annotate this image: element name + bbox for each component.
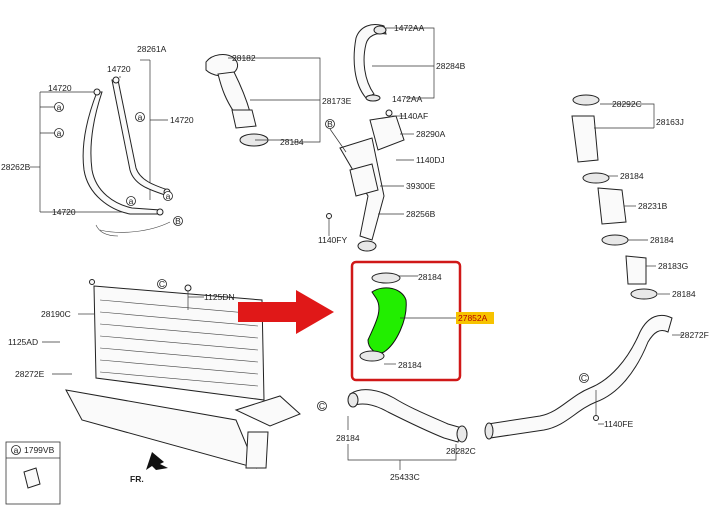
label-FR: FR.: [130, 474, 144, 484]
label-28184-hl-bot: 28184: [398, 360, 422, 370]
callout-a-1: a: [57, 102, 62, 112]
label-27852A-highlight: [456, 312, 494, 324]
label-1140FY: 1140FY: [318, 235, 347, 245]
label-28290A: 28290A: [416, 129, 446, 139]
label-39300E: 39300E: [406, 181, 436, 191]
callout-a-2: a: [57, 128, 62, 138]
label-28272F: 28272F: [680, 330, 709, 340]
callout-a-5: a: [129, 196, 134, 206]
label-28184-r3: 28184: [672, 289, 696, 299]
label-28262B: 28262B: [1, 162, 31, 172]
front-direction-marker: FR.: [130, 452, 168, 484]
vacuum-hose-assembly: a a a a a B 28261A 14720 14720 14720 282…: [1, 44, 194, 237]
label-28261A: 28261A: [137, 44, 167, 54]
label-28184-hl-top: 28184: [418, 272, 442, 282]
label-27852A: 27852A: [458, 313, 488, 323]
label-14720-c: 14720: [170, 115, 194, 125]
label-28231B: 28231B: [638, 201, 668, 211]
label-28292C: 28292C: [612, 99, 642, 109]
clamp-28184-bottom: [359, 350, 385, 362]
label-14720-a: 14720: [107, 64, 131, 74]
label-25433C: 25433C: [390, 472, 420, 482]
callout-c-3: C: [319, 401, 325, 411]
label-28256B: 28256B: [406, 209, 436, 219]
callout-c-2: C: [159, 279, 165, 289]
lower-hose-25433C: C 28184 28282C 25433C: [317, 389, 476, 482]
clamp-28184-top: [371, 272, 401, 284]
callout-b-1: B: [175, 216, 181, 226]
label-28182: 28182: [232, 53, 256, 63]
label-28282C: 28282C: [446, 446, 476, 456]
callout-c-1: C: [581, 373, 587, 383]
label-28184-bot: 28184: [336, 433, 360, 443]
label-28184-r2: 28184: [650, 235, 674, 245]
callout-a-4: a: [166, 191, 171, 201]
label-1140FE: 1140FE: [604, 419, 633, 429]
hose-27852A-green: [367, 287, 407, 354]
label-28190C: 28190C: [41, 309, 71, 319]
upper-hose-28173E: 28182 28173E 28184: [205, 53, 352, 147]
label-14720-d: 14720: [52, 207, 76, 217]
label-28284B: 28284B: [436, 61, 466, 71]
label-1140AF: 1140AF: [399, 111, 428, 121]
throttle-hose-28284B: 1472AA 28284B 1472AA 1140AF 28290A 1140D…: [318, 23, 466, 252]
callout-a-legend: a: [14, 445, 19, 455]
label-1472AA-mid: 1472AA: [392, 94, 423, 104]
label-14720-b: 14720: [48, 83, 72, 93]
label-1472AA-top: 1472AA: [394, 23, 425, 33]
highlighted-part-27852A: 28184 27852A 28184: [350, 260, 494, 382]
label-28183G: 28183G: [658, 261, 688, 271]
clip-part-icon: [23, 467, 41, 489]
label-28163J: 28163J: [656, 117, 684, 127]
label-28272E: 28272E: [15, 369, 45, 379]
intercooler: C 1125DN 28190C 1125AD 28272E: [8, 279, 301, 469]
label-1140DJ: 1140DJ: [416, 155, 445, 165]
callout-a-3: a: [138, 112, 143, 122]
label-1125AD: 1125AD: [8, 337, 38, 347]
callout-b-2: B: [327, 119, 333, 129]
fr-arrow-icon: [146, 452, 168, 470]
label-28184-top: 28184: [280, 137, 304, 147]
label-1125DN: 1125DN: [204, 292, 235, 302]
label-28173E: 28173E: [322, 96, 352, 106]
red-arrow: [238, 290, 334, 334]
legend-box: a 1799VB: [5, 441, 61, 505]
turbo-side-hoses: 28292C 28163J 28184 28231B 28184 28183G …: [484, 94, 709, 440]
label-1799VB: 1799VB: [24, 445, 55, 455]
label-28184-r1: 28184: [620, 171, 644, 181]
